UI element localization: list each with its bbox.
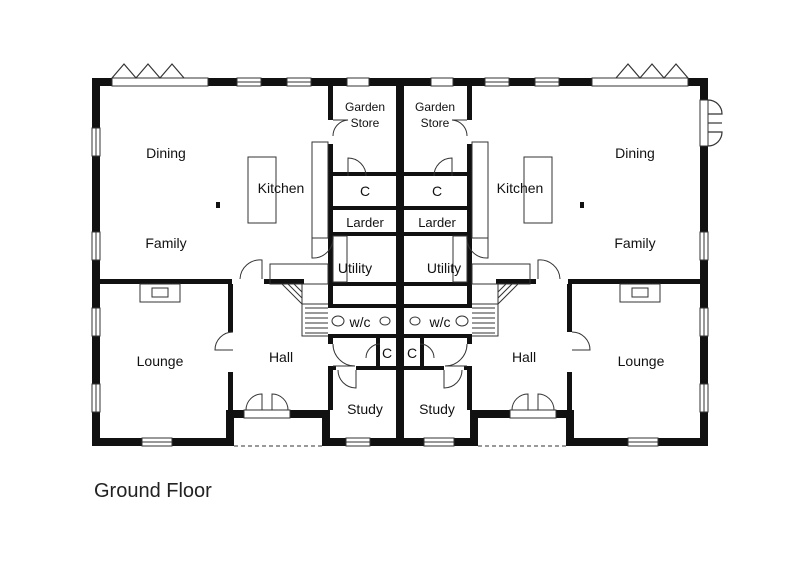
- column-marker: [580, 202, 584, 208]
- room-label-garden-store: Store: [351, 116, 380, 130]
- room-label-dining: Dining: [615, 145, 655, 161]
- room-label-wc: w/c: [429, 314, 451, 330]
- kitchen-fittings: [139, 141, 661, 447]
- column-marker: [216, 202, 220, 208]
- bifold-doors: [111, 63, 723, 147]
- room-label-garden-store: Garden: [415, 100, 455, 114]
- internal-walls: [100, 86, 700, 414]
- window-glazing: [95, 81, 705, 443]
- room-label-cupboard: C: [382, 345, 392, 361]
- room-label-larder: Larder: [418, 215, 456, 230]
- room-label-garden-store: Garden: [345, 100, 385, 114]
- room-label-hall: Hall: [512, 349, 536, 365]
- room-label-cupboard: C: [432, 183, 442, 199]
- room-label-utility: Utility: [427, 260, 461, 276]
- room-label-wc: w/c: [349, 314, 371, 330]
- floor-caption: Ground Floor: [94, 480, 212, 502]
- room-label-garden-store: Store: [421, 116, 450, 130]
- room-label-hall: Hall: [269, 349, 293, 365]
- room-label-study: Study: [347, 401, 383, 417]
- room-label-kitchen: Kitchen: [258, 180, 305, 196]
- room-label-utility: Utility: [338, 260, 372, 276]
- room-label-family: Family: [614, 235, 655, 251]
- room-label-larder: Larder: [346, 215, 384, 230]
- room-label-family: Family: [145, 235, 186, 251]
- room-label-cupboard: C: [360, 183, 370, 199]
- room-label-dining: Dining: [146, 145, 186, 161]
- staircases: [269, 263, 531, 337]
- room-label-kitchen: Kitchen: [497, 180, 544, 196]
- room-label-lounge: Lounge: [618, 353, 665, 369]
- room-label-study: Study: [419, 401, 455, 417]
- room-label-cupboard: C: [407, 345, 417, 361]
- room-label-lounge: Lounge: [137, 353, 184, 369]
- external-walls: [92, 78, 708, 446]
